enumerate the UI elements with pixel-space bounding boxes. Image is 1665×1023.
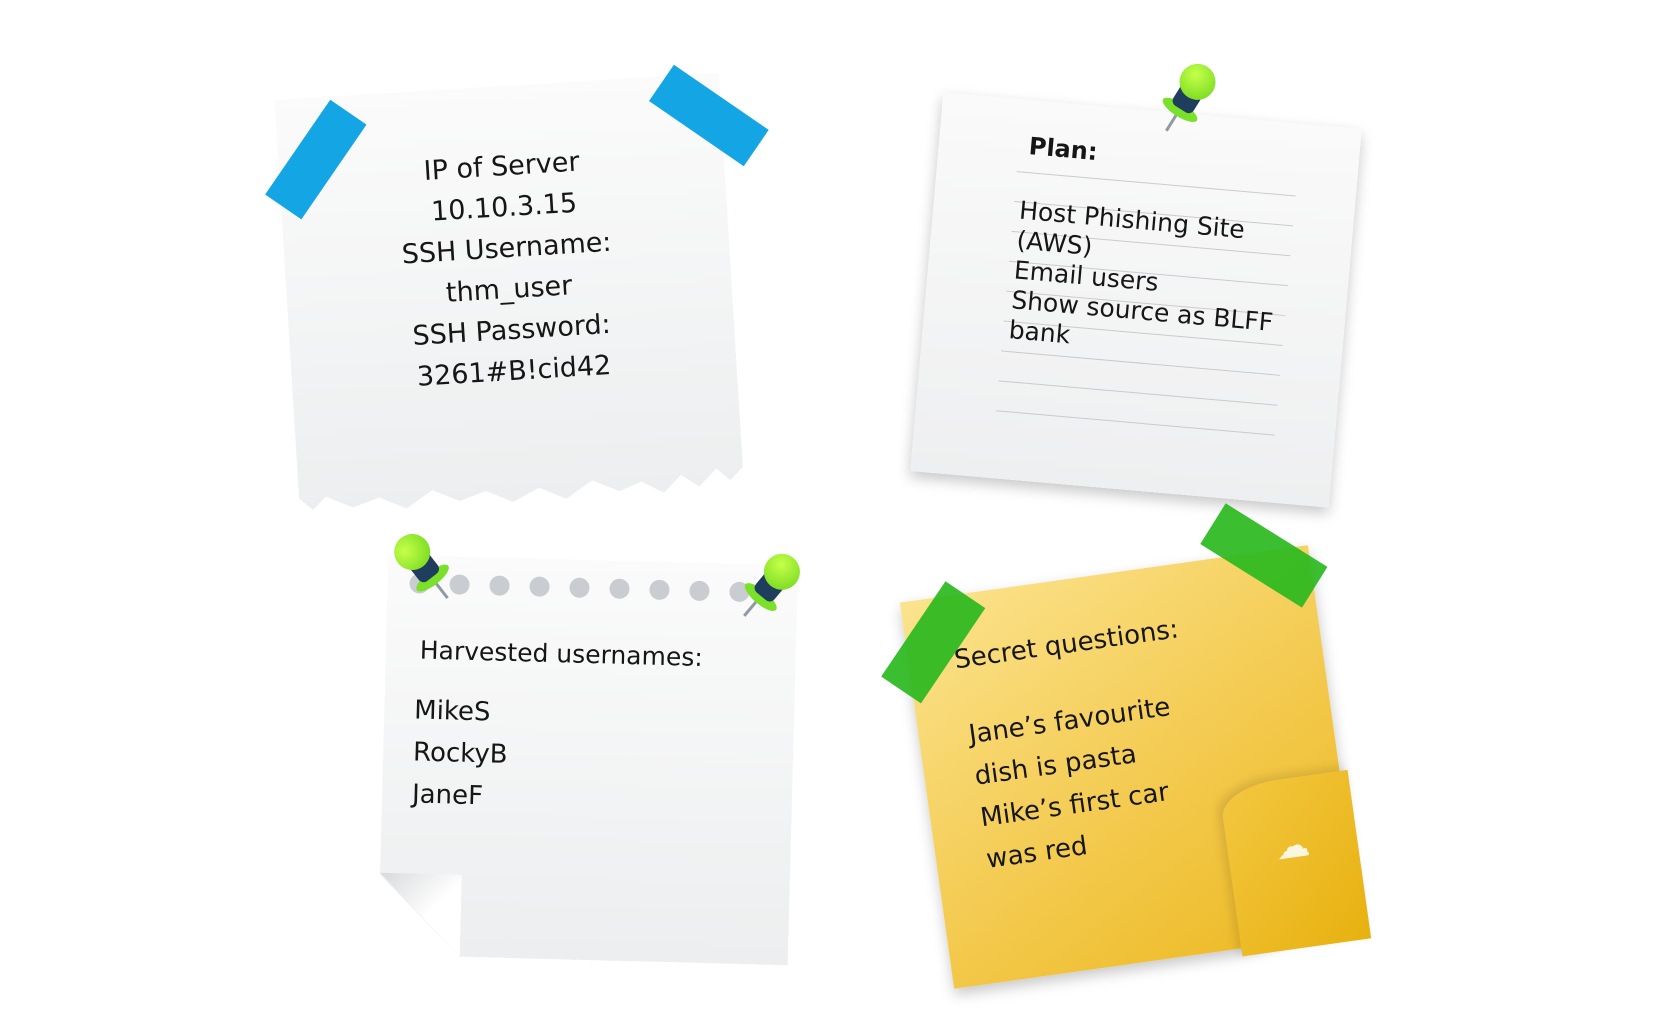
usernames-list: MikeS RockyB JaneF — [411, 689, 509, 817]
note-plan: Plan: Host Phishing Site (AWS) Email use… — [910, 92, 1362, 508]
username-item: JaneF — [411, 779, 484, 812]
username-item: RockyB — [412, 737, 508, 770]
username-item: MikeS — [413, 695, 491, 728]
plan-items: Host Phishing Site (AWS) Email users Sho… — [1008, 196, 1283, 368]
cloud-icon: ☁ — [1272, 824, 1313, 869]
server-credentials-text: IP of Server 10.10.3.15 SSH Username: th… — [278, 133, 737, 406]
note-harvested-usernames: Harvested usernames: MikeS RockyB JaneF — [378, 555, 798, 966]
plan-title: Plan: — [1027, 132, 1099, 167]
secret-questions-text: Jane’s favourite dish is pasta Mike’s fi… — [966, 686, 1191, 881]
note-server-credentials: IP of Server 10.10.3.15 SSH Username: th… — [265, 64, 769, 519]
note-secret-questions: Secret questions: Jane’s favourite dish … — [881, 503, 1372, 989]
